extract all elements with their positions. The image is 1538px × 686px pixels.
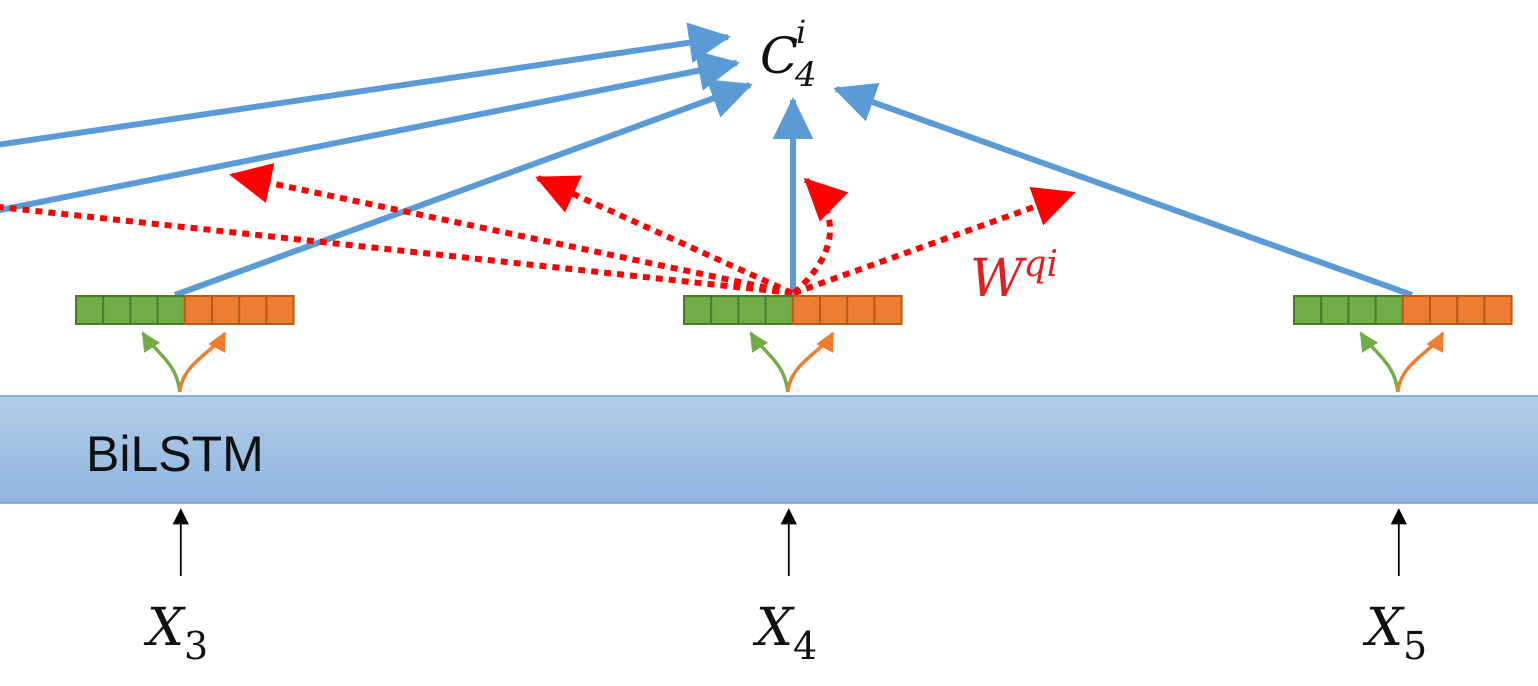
context-base: C (760, 27, 798, 85)
backward-cell-x4 (791, 295, 821, 325)
backward-cell-x5 (1429, 295, 1459, 325)
attention-arrow-right (792, 186, 1076, 296)
weight-superscript: qi (1023, 244, 1058, 285)
input-label-x5: X5 (1362, 598, 1427, 668)
forward-cell-x4 (764, 295, 794, 325)
attention-arrow-mid-left (535, 175, 794, 296)
input-label-x4: X4 (752, 598, 817, 668)
hidden-vector-x5 (1293, 295, 1513, 325)
hidden-state-vectors (75, 295, 1513, 325)
input-labels: X3 X4 X5 (143, 598, 1427, 668)
backward-cell-x4 (873, 295, 903, 325)
backward-cell-x4 (846, 295, 876, 325)
forward-output-arrow-x4 (749, 331, 790, 393)
backward-cell-x4 (819, 295, 849, 325)
arrow-from-offscreen-2 (0, 50, 740, 214)
attention-arrow-self (792, 177, 849, 296)
attention-arrow-far-left (0, 204, 793, 296)
forward-cell-x3 (102, 295, 132, 325)
attention-arrow-left (229, 163, 793, 296)
backward-output-arrow-x5 (1396, 331, 1445, 393)
backward-cell-x3 (183, 295, 214, 325)
input-label-x3: X3 (143, 598, 208, 668)
forward-cell-x3 (156, 295, 186, 325)
forward-cell-x3 (129, 295, 159, 325)
forward-cell-x3 (75, 295, 105, 325)
forward-cell-x5 (1293, 295, 1323, 325)
hidden-vector-x4 (683, 295, 903, 325)
hidden-vector-x3 (75, 295, 295, 325)
backward-cell-x5 (1483, 295, 1513, 325)
forward-cell-x5 (1347, 295, 1377, 325)
bilstm-label: BiLSTM (86, 426, 264, 482)
forward-output-arrow-x5 (1359, 331, 1400, 393)
backward-cell-x5 (1401, 295, 1432, 325)
forward-cell-x5 (1320, 295, 1350, 325)
backward-cell-x3 (211, 295, 241, 325)
context-superscript: i (796, 13, 806, 51)
bilstm-output-arrows (141, 331, 1445, 393)
input-arrows (172, 508, 1407, 576)
bilstm-layer: BiLSTM (0, 395, 1538, 504)
forward-cell-x4 (710, 295, 740, 325)
weight-label: Wqi (970, 244, 1058, 309)
backward-cell-x3 (238, 295, 268, 325)
weight-base: W (970, 249, 1027, 309)
backward-cell-x5 (1456, 295, 1486, 325)
context-label: C (760, 27, 798, 85)
context-arrows (0, 22, 1414, 298)
backward-output-arrow-x3 (178, 331, 227, 393)
forward-cell-x4 (737, 295, 767, 325)
attention-weight-arrows (0, 163, 1076, 296)
bilstm-band (0, 395, 1538, 504)
context-subscript: 4 (794, 55, 817, 95)
arrow-from-x3 (173, 79, 753, 298)
forward-output-arrow-x3 (141, 331, 182, 393)
backward-output-arrow-x4 (786, 331, 835, 393)
forward-cell-x5 (1374, 295, 1404, 325)
arrow-from-offscreen-1 (0, 22, 731, 148)
forward-cell-x4 (683, 295, 713, 325)
arrow-from-x5 (833, 82, 1414, 298)
backward-cell-x3 (265, 295, 295, 325)
